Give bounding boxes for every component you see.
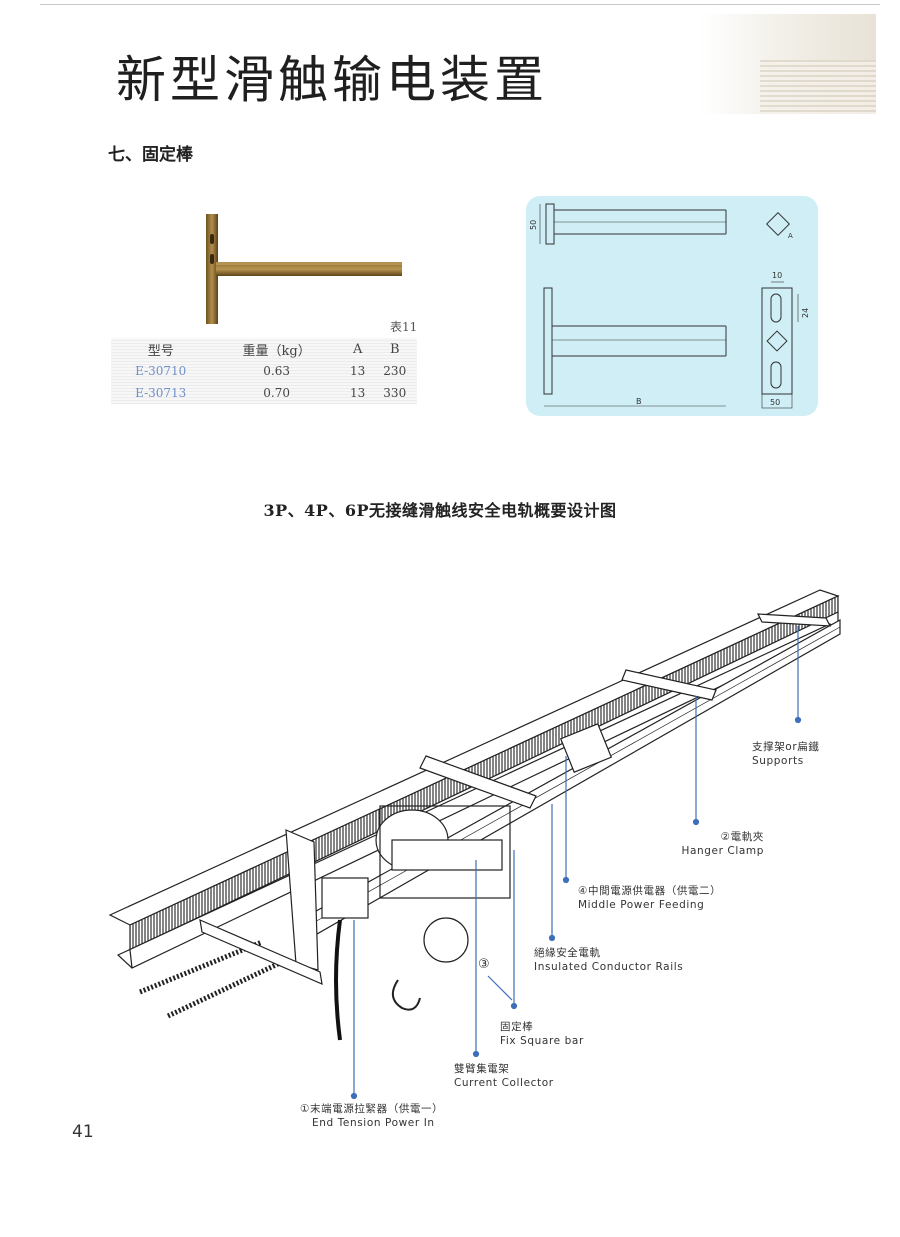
drawing-front-plate bbox=[543, 287, 553, 395]
page-title: 新型滑触输电装置 bbox=[116, 51, 548, 109]
drawing-top-plate bbox=[545, 203, 555, 245]
rail-system-diagram bbox=[108, 589, 841, 1100]
callout-middle-power-en: Middle Power Feeding bbox=[578, 899, 705, 911]
callout-end-tension: ①末端電源拉緊器（供電一） End Tension Power In bbox=[300, 1102, 443, 1130]
callout-hanger-clamp-en: Hanger Clamp bbox=[681, 845, 764, 857]
cell-b: 230 bbox=[383, 364, 407, 378]
table-caption: 表11 bbox=[390, 320, 418, 334]
table-row: E-30713 0.70 13 330 bbox=[111, 382, 417, 404]
callout-hanger-clamp: ②電軌夾 Hanger Clamp bbox=[672, 830, 764, 858]
callout-end-tension-zh: ①末端電源拉緊器（供電一） bbox=[300, 1103, 444, 1115]
callout-hanger-clamp-zh: ②電軌夾 bbox=[720, 831, 764, 843]
cell-a: 13 bbox=[350, 364, 366, 378]
diagram-title: 3P、4P、6P无接缝滑触线安全电轨概要设计图 bbox=[263, 501, 617, 520]
hoist-motor bbox=[423, 917, 469, 963]
beam-bottom-flange bbox=[116, 623, 840, 969]
callout-collector-en: Current Collector bbox=[454, 1077, 554, 1089]
callout-collector: 雙臂集電架 Current Collector bbox=[454, 1062, 554, 1090]
collector-plate bbox=[391, 839, 503, 871]
beam-top-flange bbox=[108, 589, 840, 926]
cell-model: E-30710 bbox=[135, 364, 187, 378]
callout-conductor-rails-zh: 絕緣安全電軌 bbox=[534, 947, 601, 959]
cell-weight: 0.63 bbox=[263, 364, 290, 378]
end-bracket bbox=[285, 829, 319, 971]
technical-drawing: 50 A B 10 24 50 bbox=[526, 196, 818, 416]
callout-conductor-rails-en: Insulated Conductor Rails bbox=[534, 961, 684, 973]
dim-a: A bbox=[788, 232, 793, 240]
cell-a: 13 bbox=[350, 386, 366, 400]
support-right bbox=[756, 613, 832, 627]
callout-middle-power-zh: ④中間電源供電器（供電二） bbox=[578, 885, 722, 897]
section-heading: 七、固定棒 bbox=[108, 145, 193, 165]
threaded-rod-2 bbox=[166, 959, 284, 1019]
support-left bbox=[419, 755, 537, 809]
callout-marker-3: ③ bbox=[478, 957, 491, 972]
middle-feeding-block bbox=[559, 723, 613, 773]
end-tension-box bbox=[321, 877, 369, 919]
callout-supports: 支撑架or扁鐵 Supports bbox=[752, 740, 819, 768]
power-cable bbox=[334, 919, 342, 1041]
cell-b: 330 bbox=[383, 386, 407, 400]
callout-fix-bar-zh: 固定棒 bbox=[500, 1021, 534, 1033]
drawing-diamond-a bbox=[765, 211, 791, 237]
callout-middle-power: ④中間電源供電器（供電二） Middle Power Feeding bbox=[578, 884, 721, 912]
dim-b: B bbox=[636, 397, 642, 406]
header-stripes bbox=[760, 60, 876, 114]
header-model: 型号 bbox=[147, 343, 174, 359]
cell-weight: 0.70 bbox=[263, 386, 290, 400]
dim-50-side: 50 bbox=[529, 220, 538, 230]
header-b: B bbox=[389, 341, 400, 357]
beam-web bbox=[129, 595, 839, 951]
callout-conductor-rails: 絕緣安全電軌 Insulated Conductor Rails bbox=[534, 946, 683, 974]
callout-fix-bar: 固定棒 Fix Square bar bbox=[500, 1020, 584, 1048]
table-row: E-30710 0.63 13 230 bbox=[111, 360, 417, 382]
header-a: A bbox=[352, 341, 363, 357]
callout-end-tension-en: End Tension Power In bbox=[312, 1117, 435, 1129]
fix-bar-base bbox=[199, 919, 323, 985]
header-weight: 重量（kg） bbox=[242, 343, 311, 359]
callout-fix-bar-en: Fix Square bar bbox=[500, 1035, 584, 1047]
page-number: 41 bbox=[72, 1122, 94, 1142]
cell-model: E-30713 bbox=[135, 386, 187, 400]
table-header-row: 型号 重量（kg） A B bbox=[111, 338, 417, 360]
fix-bar-photo bbox=[206, 214, 402, 324]
spec-table: 型号 重量（kg） A B E-30710 0.63 13 230 E-3071… bbox=[111, 338, 417, 404]
top-rule bbox=[40, 4, 880, 5]
callout-supports-en: Supports bbox=[752, 755, 804, 767]
collector-frame bbox=[379, 805, 511, 899]
dim-24: 24 bbox=[801, 308, 810, 318]
threaded-rod-1 bbox=[139, 939, 263, 995]
callout-supports-zh: 支撑架or扁鐵 bbox=[752, 741, 820, 753]
dim-50-bottom: 50 bbox=[770, 398, 780, 407]
hoist-hook bbox=[391, 979, 421, 1011]
dim-10: 10 bbox=[772, 271, 782, 280]
support-middle bbox=[621, 669, 717, 701]
callout-collector-zh: 雙臂集電架 bbox=[454, 1063, 510, 1075]
